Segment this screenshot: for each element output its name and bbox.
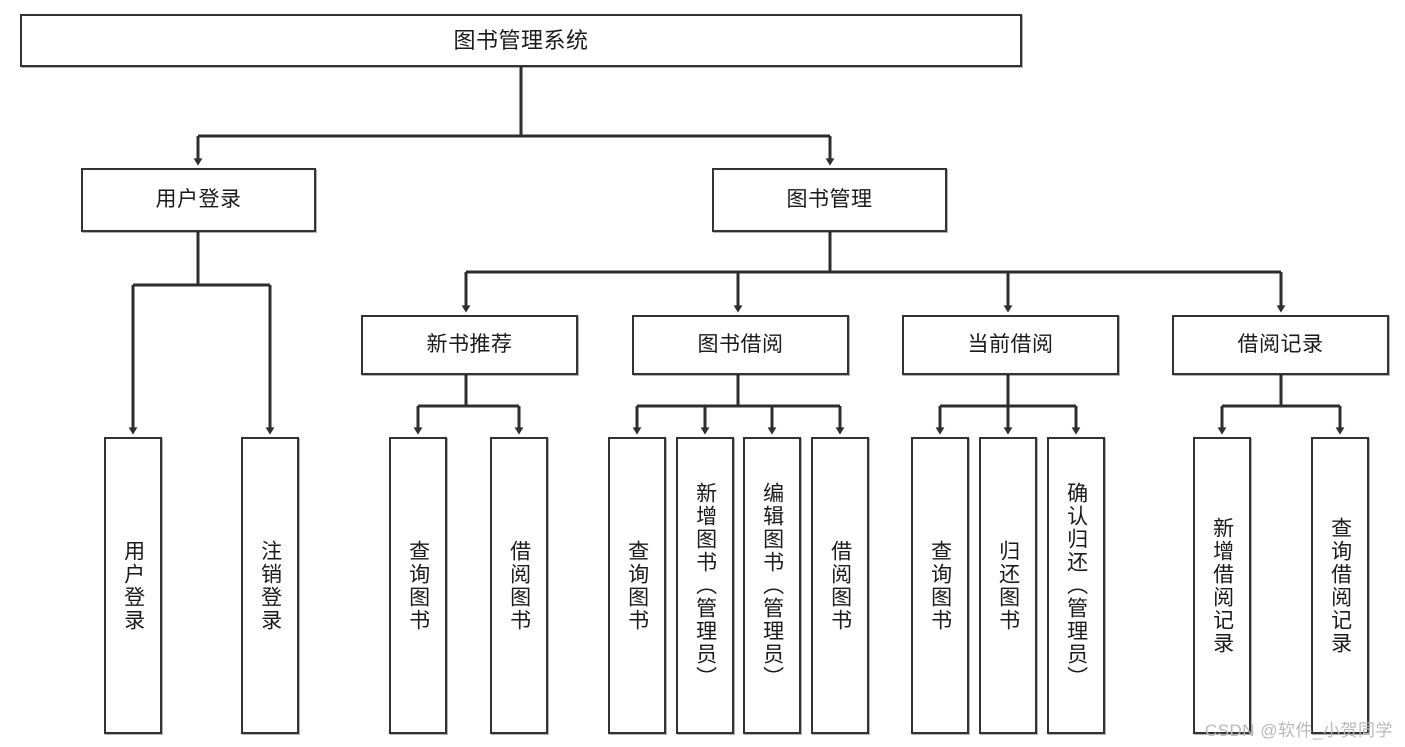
node-label: 归还图书 — [996, 539, 1020, 632]
node-new-book-recommend[interactable]: 新书推荐 — [361, 315, 578, 375]
node-book-management[interactable]: 图书管理 — [712, 168, 947, 232]
leaf-current-borrow-confirm-return-admin[interactable]: 确认归还（管理员） — [1047, 437, 1105, 734]
leaf-book-borrow-add-book-admin[interactable]: 新增图书（管理员） — [676, 437, 734, 734]
node-label: 查询借阅记录 — [1328, 516, 1352, 655]
node-book-borrow[interactable]: 图书借阅 — [632, 315, 849, 375]
leaf-book-borrow-edit-book-admin[interactable]: 编辑图书（管理员） — [743, 437, 801, 734]
node-user-login[interactable]: 用户登录 — [81, 168, 316, 232]
node-current-borrow[interactable]: 当前借阅 — [902, 315, 1119, 375]
leaf-book-borrow-borrow-book[interactable]: 借阅图书 — [811, 437, 869, 734]
leaf-current-borrow-return-book[interactable]: 归还图书 — [979, 437, 1037, 734]
leaf-borrow-record-add-record[interactable]: 新增借阅记录 — [1193, 437, 1251, 734]
leaf-new-book-query-book[interactable]: 查询图书 — [389, 437, 447, 734]
leaf-new-book-borrow-book[interactable]: 借阅图书 — [490, 437, 548, 734]
node-label: 查询图书 — [928, 539, 952, 632]
node-label: 用户登录 — [121, 539, 145, 632]
node-label: 图书管理 — [786, 187, 873, 211]
leaf-book-borrow-query-book[interactable]: 查询图书 — [608, 437, 666, 734]
node-label: 图书管理系统 — [453, 27, 589, 53]
node-label: 借阅记录 — [1237, 332, 1324, 356]
node-label: 确认归还（管理员） — [1064, 482, 1088, 689]
node-label: 查询图书 — [406, 539, 430, 632]
leaf-current-borrow-query-book[interactable]: 查询图书 — [911, 437, 969, 734]
node-label: 新书推荐 — [426, 332, 513, 356]
node-label: 借阅图书 — [507, 539, 531, 632]
leaf-user-login-login[interactable]: 用户登录 — [104, 437, 162, 734]
node-label: 查询图书 — [625, 539, 649, 632]
leaf-borrow-record-query-record[interactable]: 查询借阅记录 — [1311, 437, 1369, 734]
node-label: 新增借阅记录 — [1210, 516, 1234, 655]
node-label: 借阅图书 — [828, 539, 852, 632]
node-label: 新增图书（管理员） — [693, 482, 717, 689]
node-label: 编辑图书（管理员） — [760, 482, 784, 689]
node-label: 图书借阅 — [697, 332, 784, 356]
node-borrow-record[interactable]: 借阅记录 — [1172, 315, 1389, 375]
csdn-watermark: CSDN @软件_小贺同学 — [1204, 721, 1393, 740]
node-label: 注销登录 — [258, 539, 282, 632]
node-root-book-management-system[interactable]: 图书管理系统 — [20, 14, 1022, 67]
node-label: 用户登录 — [155, 187, 242, 211]
leaf-user-login-logout[interactable]: 注销登录 — [241, 437, 299, 734]
node-label: 当前借阅 — [967, 332, 1054, 356]
